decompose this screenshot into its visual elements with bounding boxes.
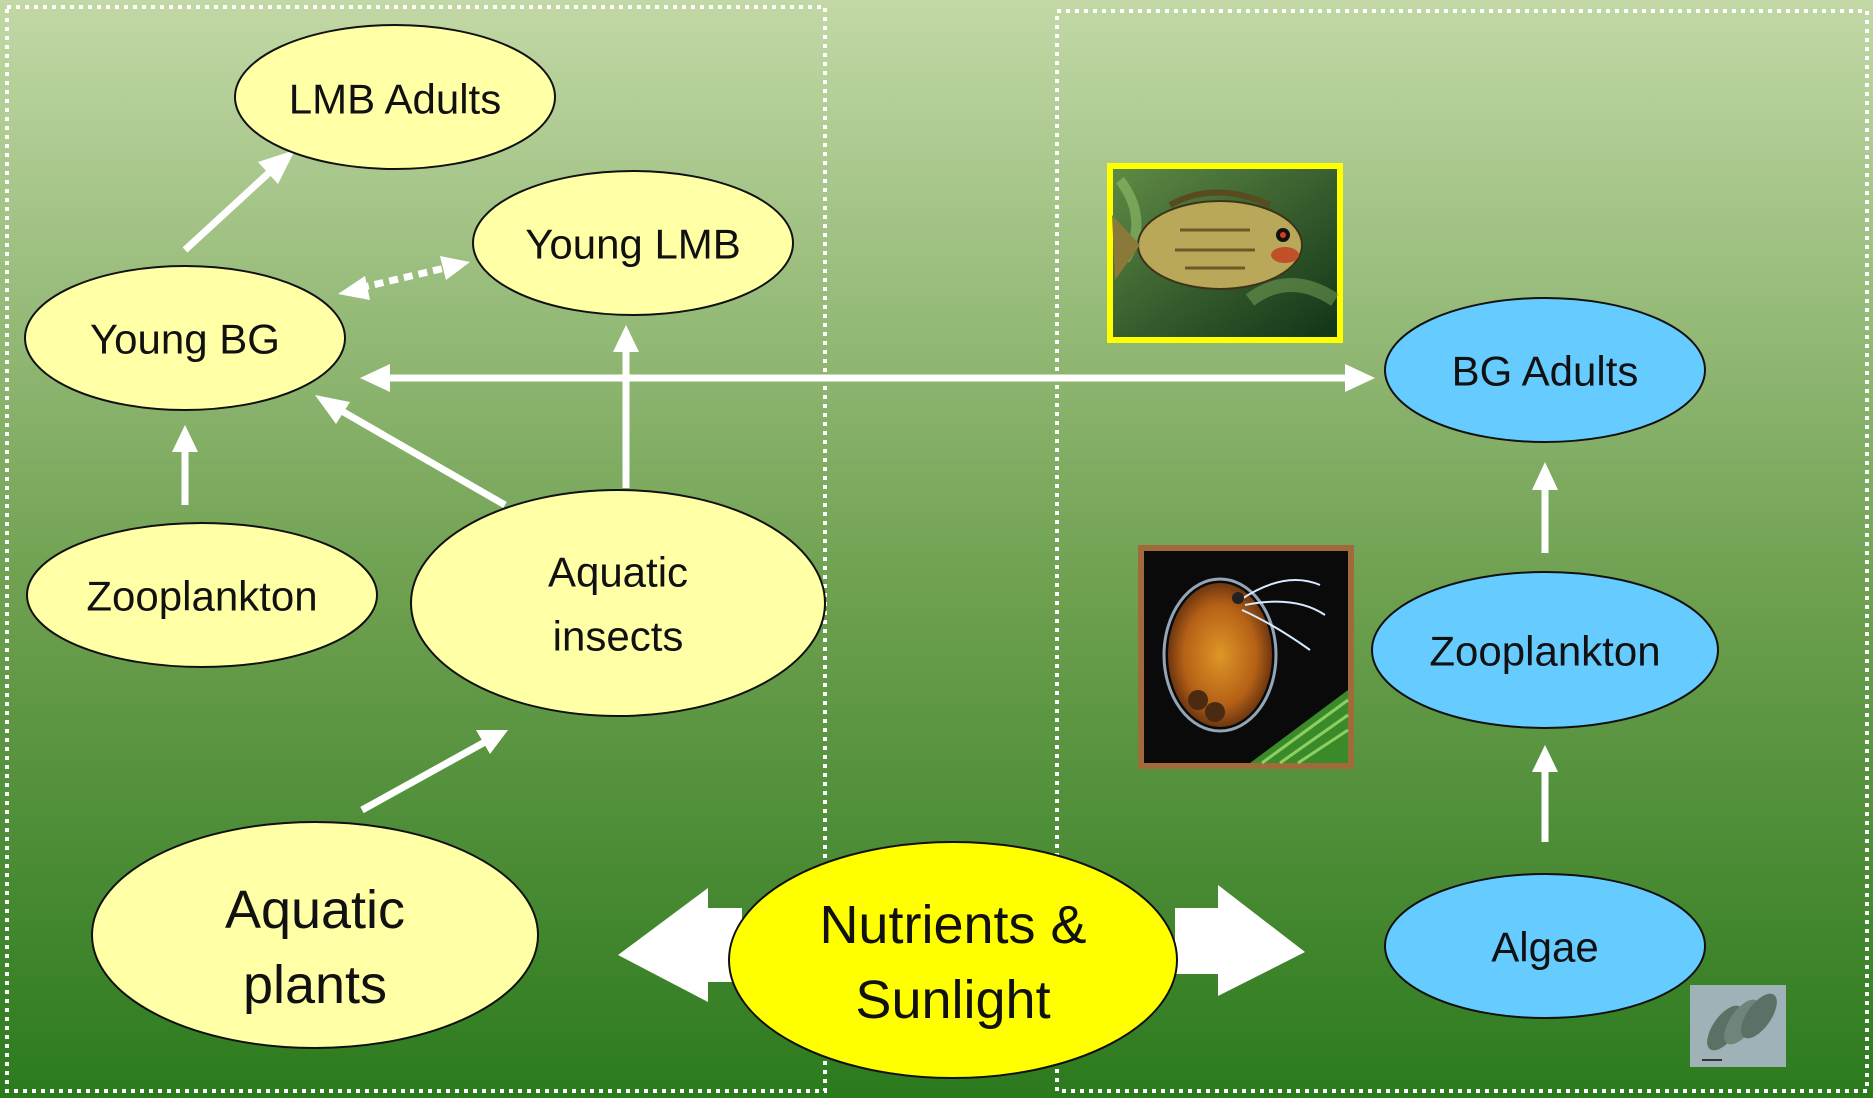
node-aquatic-plants-label-2: plants xyxy=(243,955,387,1015)
node-aquatic-insects: Aquatic insects xyxy=(411,490,825,716)
node-zooplankton-open-label: Zooplankton xyxy=(1429,628,1660,675)
node-zooplankton-open: Zooplankton xyxy=(1372,572,1718,728)
node-aquatic-plants: Aquatic plants xyxy=(92,822,538,1048)
node-lmb-adults-label: LMB Adults xyxy=(289,76,501,123)
node-zooplankton-nearshore-label: Zooplankton xyxy=(86,573,317,620)
node-aquatic-insects-label-1: Aquatic xyxy=(548,549,688,596)
node-nutrients-label-2: Sunlight xyxy=(855,970,1050,1030)
node-young-bg-label: Young BG xyxy=(90,316,280,363)
daphnia-zooplankton-photo xyxy=(1138,545,1354,769)
node-nutrients-sunlight: Nutrients & Sunlight xyxy=(729,842,1177,1078)
node-aquatic-insects-label-2: insects xyxy=(553,613,684,660)
node-young-lmb-label: Young LMB xyxy=(525,221,741,268)
node-aquatic-plants-label-1: Aquatic xyxy=(225,880,405,940)
node-zooplankton-nearshore: Zooplankton xyxy=(27,523,377,667)
node-young-bg: Young BG xyxy=(25,266,345,410)
node-nutrients-label-1: Nutrients & xyxy=(819,895,1086,955)
node-algae-label: Algae xyxy=(1491,924,1598,971)
node-algae: Algae xyxy=(1385,874,1705,1018)
node-young-lmb: Young LMB xyxy=(473,171,793,315)
algae-micrograph-photo xyxy=(1690,985,1786,1067)
node-lmb-adults: LMB Adults xyxy=(235,25,555,169)
bluegill-fish-photo xyxy=(1107,163,1343,343)
node-bg-adults-label: BG Adults xyxy=(1452,348,1639,395)
node-bg-adults: BG Adults xyxy=(1385,298,1705,442)
